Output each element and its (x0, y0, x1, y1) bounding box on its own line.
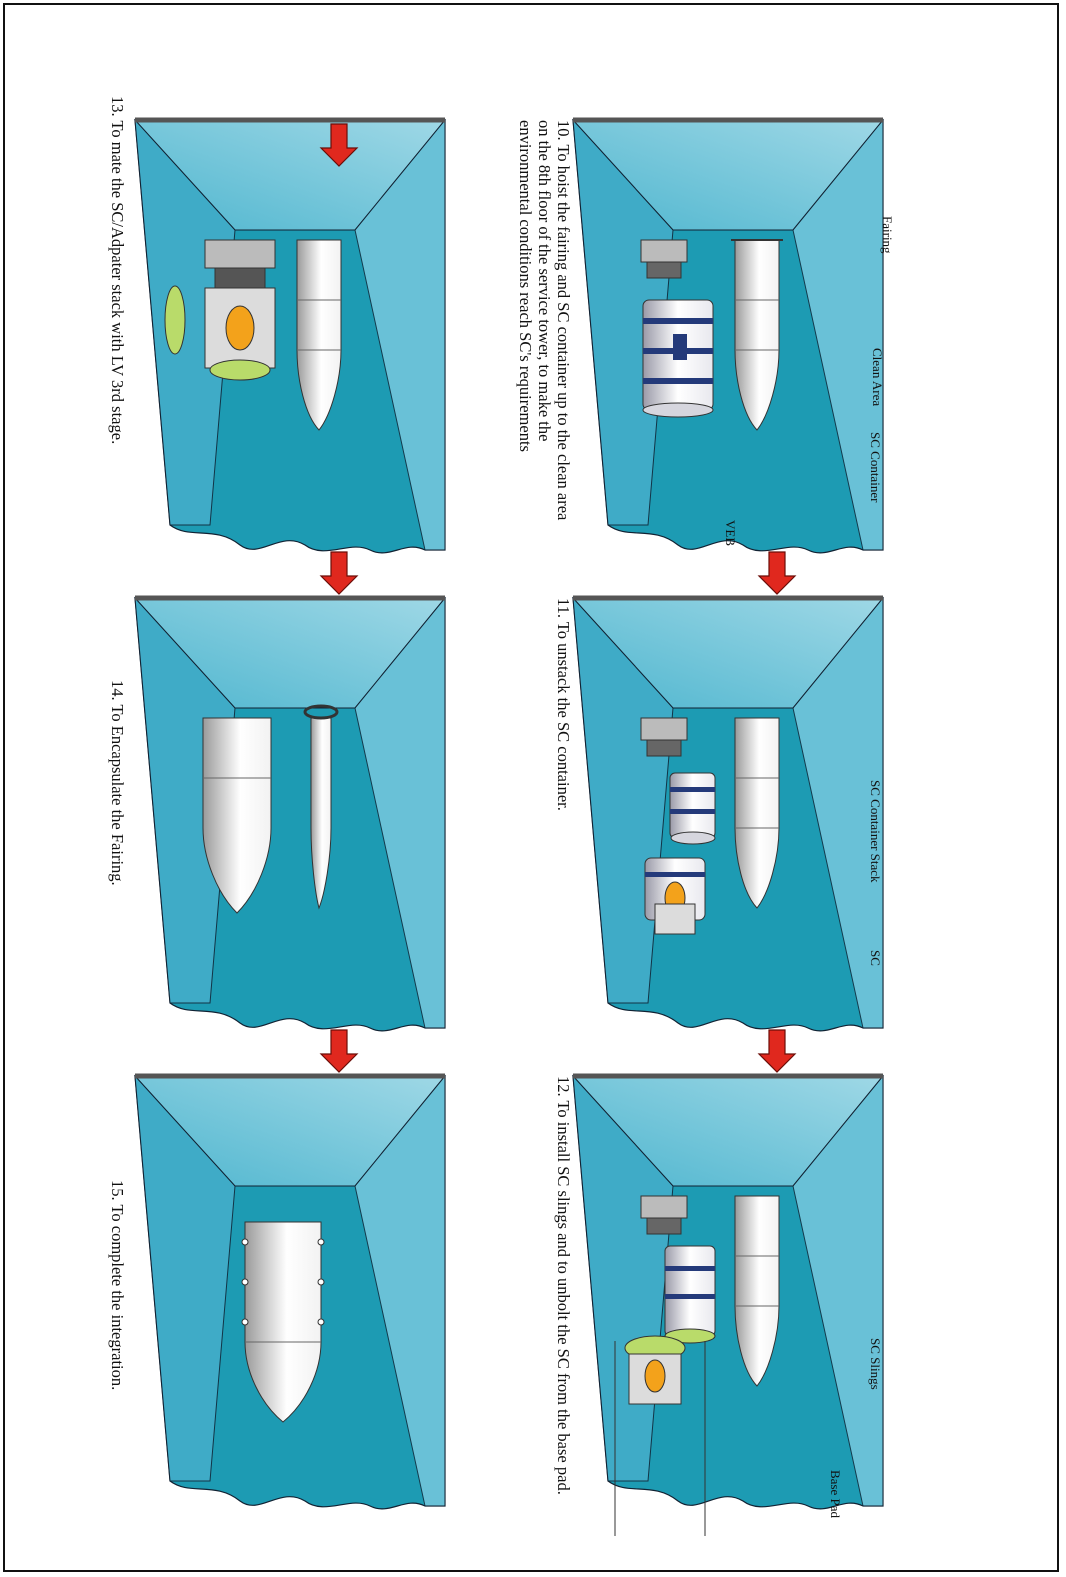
arrow-row2-start (321, 124, 357, 166)
step-13-caption: 13. To mate the SC/Adpater stack with LV… (108, 96, 127, 556)
label-fairing: Fairing (879, 216, 895, 254)
label-sc-slings: SC Slings (867, 1338, 883, 1390)
step-15-caption: 15. To complete the integration. (108, 1180, 127, 1500)
scene-12-room (573, 1076, 883, 1506)
step-10-caption: 10. To hoist the fairing and SC containe… (516, 120, 573, 540)
arrow-13-to-14 (321, 552, 357, 594)
scene-15-room (135, 1076, 445, 1506)
label-clean-area: Clean Area (869, 348, 885, 406)
label-veb: VEB (722, 520, 738, 546)
scene-14-room (135, 598, 445, 1028)
step-14-caption: 14. To Encapsulate the Fairing. (108, 680, 127, 1020)
label-base-pad: Base Pad (827, 1470, 843, 1518)
arrow-14-to-15 (321, 1030, 357, 1072)
sc-container-shape (643, 300, 713, 417)
scene-10-room (573, 120, 883, 550)
label-sc-container: SC Container (867, 432, 883, 502)
arrow-10-to-11 (759, 552, 795, 594)
label-sc-container-stack: SC Container Stack (867, 780, 883, 883)
arrow-11-to-12 (759, 1030, 795, 1072)
scene-13-room (135, 120, 445, 550)
arrow-into-13 (399, 120, 435, 162)
veb-shape (641, 240, 687, 278)
scene-11-room (573, 598, 883, 1028)
label-sc: SC (867, 950, 883, 966)
step-11-caption: 11. To unstack the SC container. (554, 598, 573, 1018)
step-12-caption: 12. To install SC slings and to unbolt t… (554, 1076, 573, 1496)
